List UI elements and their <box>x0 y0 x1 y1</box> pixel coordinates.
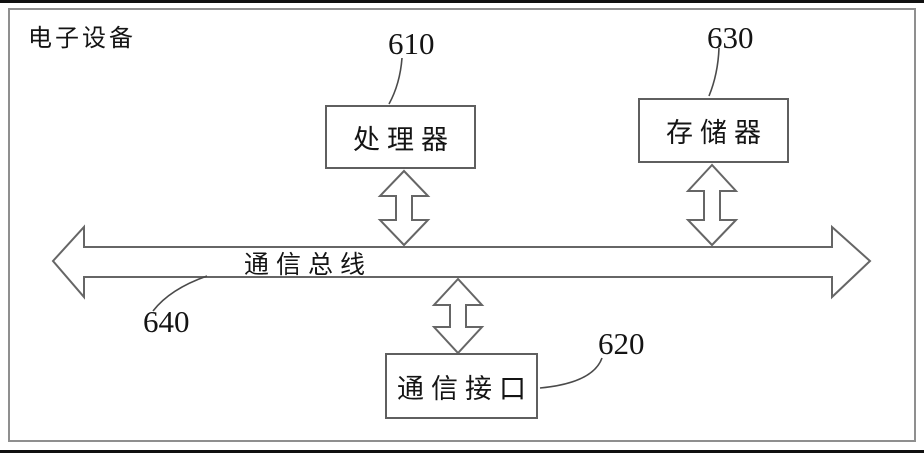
comm-bus-arrow <box>431 277 485 355</box>
ref-number-640: 640 <box>143 304 190 339</box>
leader-610 <box>388 57 403 105</box>
bus-double-arrow <box>51 224 872 300</box>
leader-630 <box>708 47 720 97</box>
processor-bus-arrow <box>377 169 431 247</box>
electronic-device-frame <box>8 8 916 442</box>
processor-label: 处理器 <box>353 124 455 155</box>
bottom-border-bar <box>0 450 924 453</box>
processor-box: 处理器 <box>325 105 476 169</box>
leader-640 <box>152 275 208 312</box>
comm-interface-label: 通信接口 <box>397 373 533 404</box>
memory-label: 存储器 <box>666 118 768 148</box>
device-title: 电子设备 <box>28 26 136 52</box>
ref-number-620: 620 <box>598 326 645 361</box>
bus-label: 通信总线 <box>243 251 372 279</box>
ref-number-630: 630 <box>707 20 754 55</box>
leader-620 <box>539 357 603 389</box>
top-border-bar <box>0 0 924 3</box>
memory-box: 存储器 <box>638 98 789 163</box>
ref-number-610: 610 <box>388 26 435 61</box>
memory-bus-arrow <box>685 163 739 247</box>
comm-interface-box: 通信接口 <box>385 353 538 419</box>
